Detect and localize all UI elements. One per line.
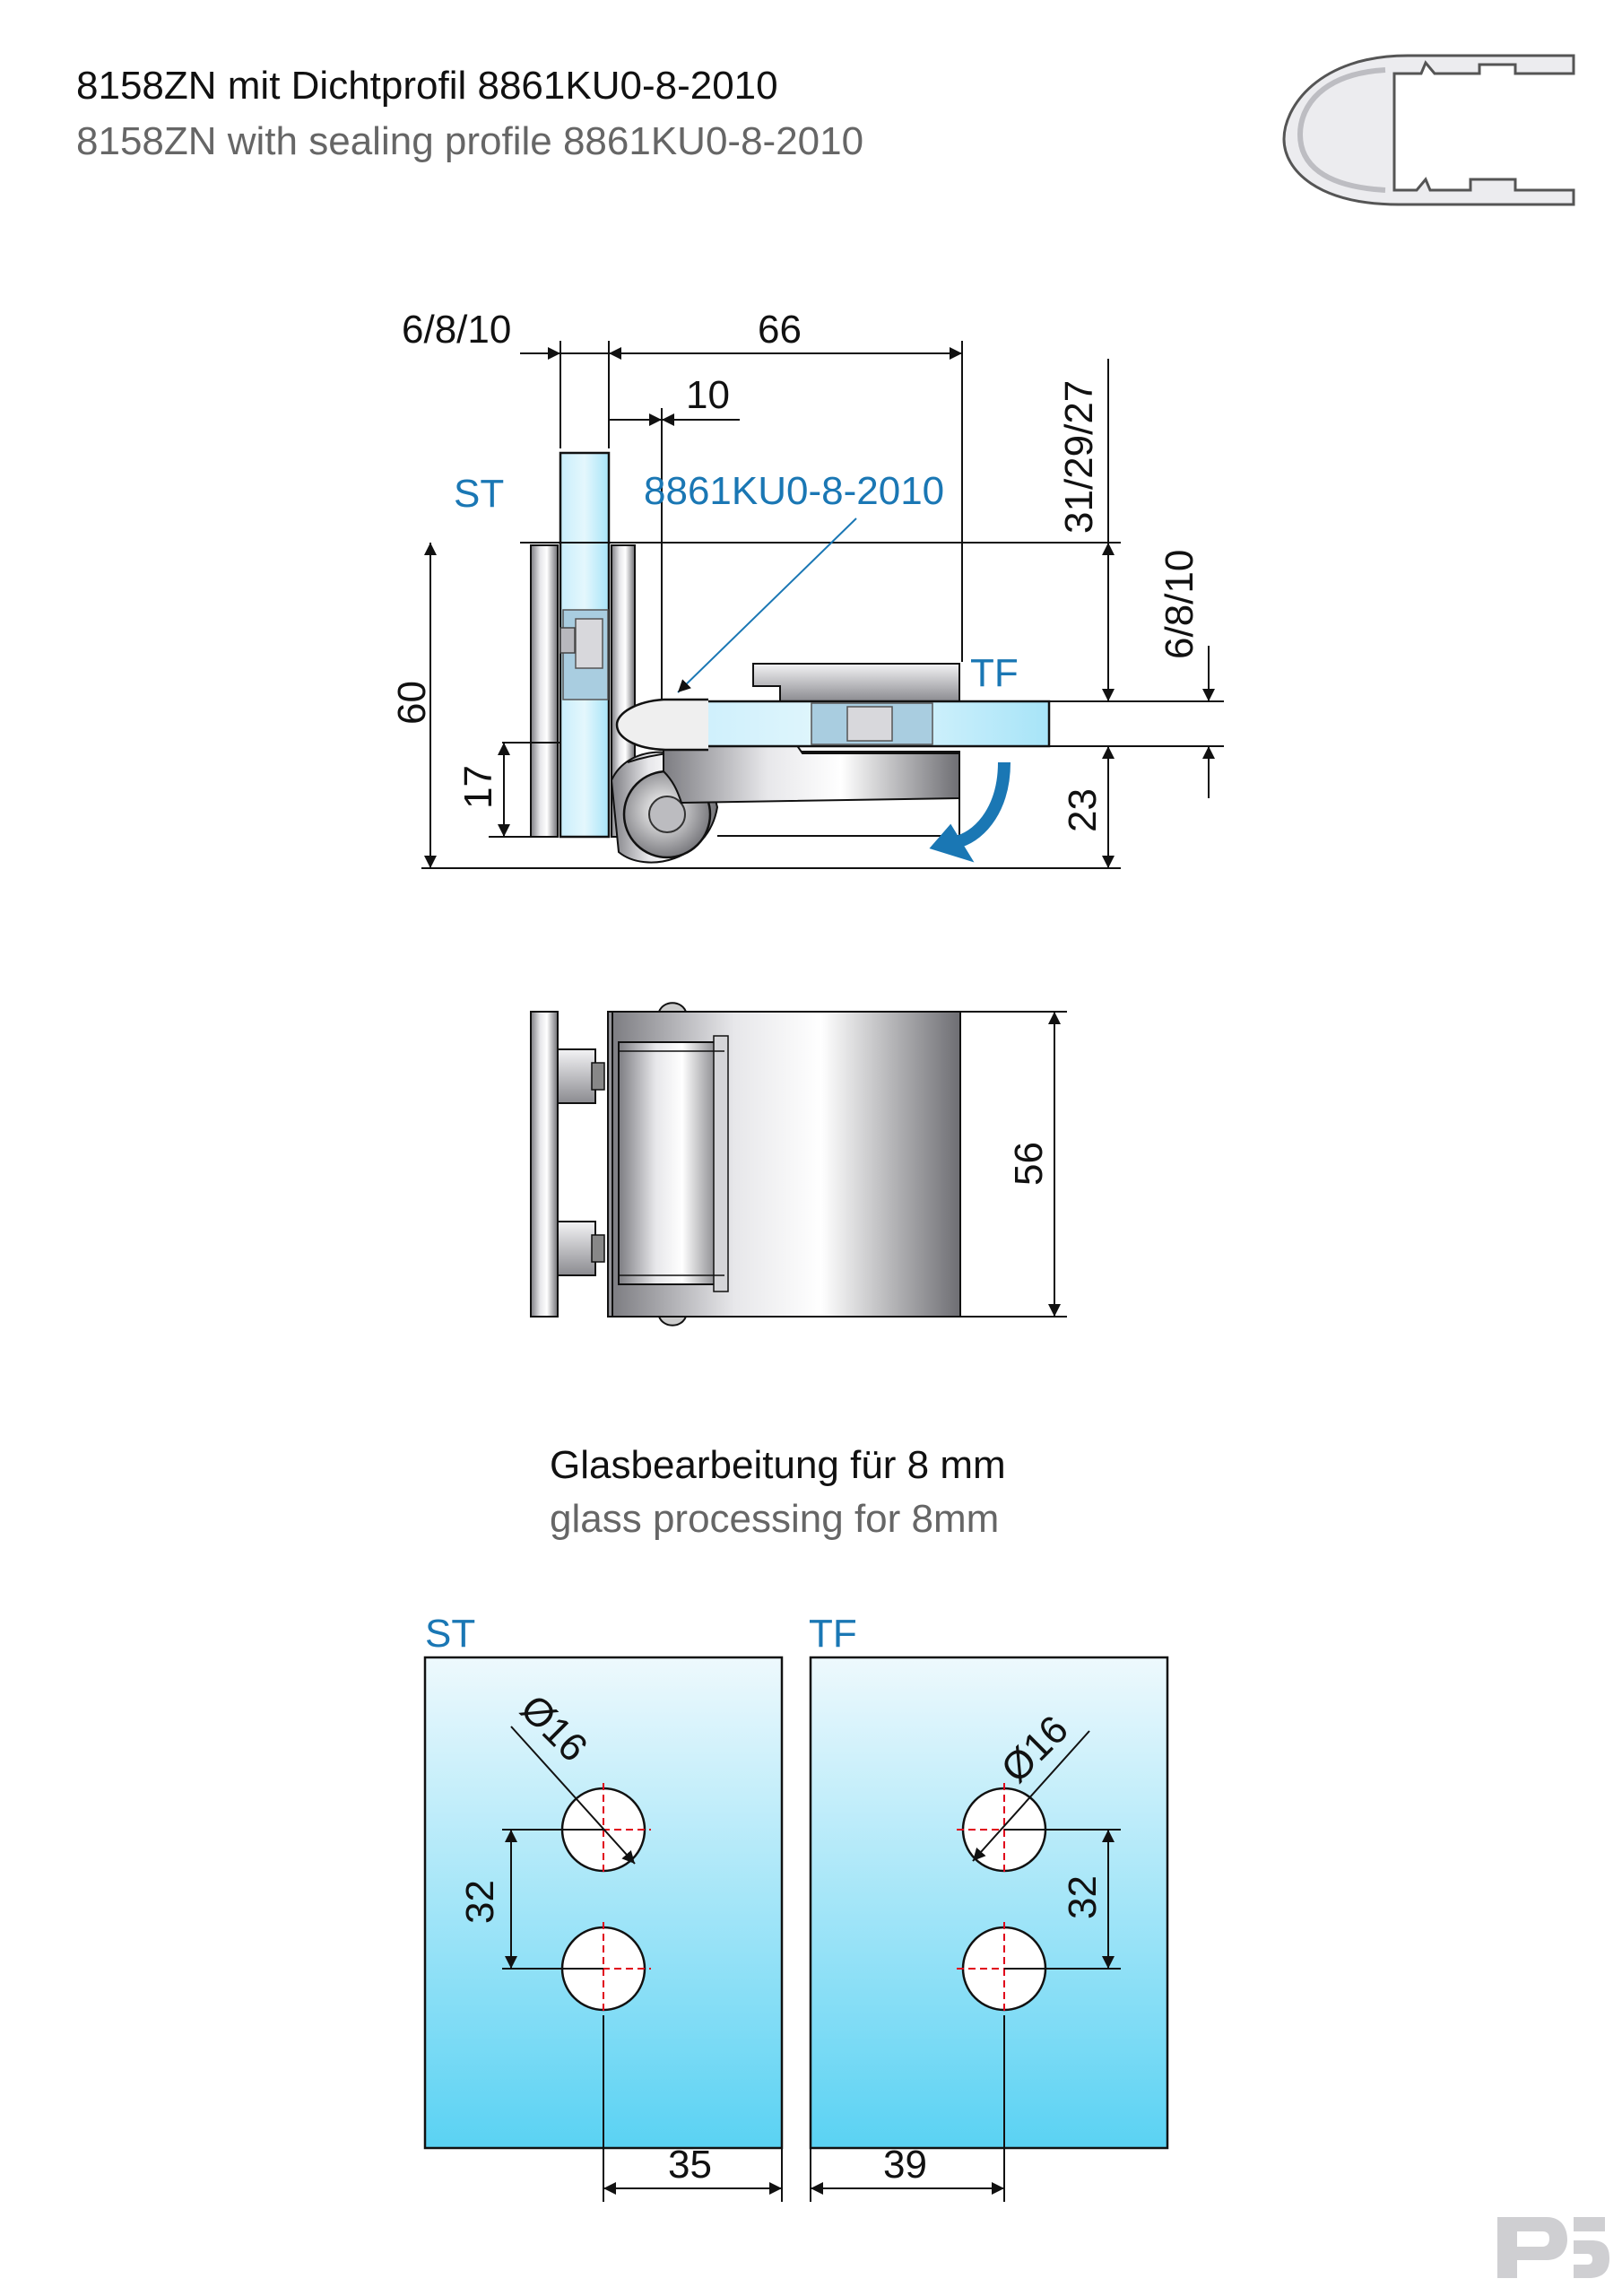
tf-glass-plate — [809, 1656, 1169, 2150]
st-spacing: 32 — [458, 1880, 502, 1924]
glass-processing-title-english: glass processing for 8mm — [550, 1497, 1000, 1541]
dim-glass-thickness: 6/8/10 — [402, 308, 511, 352]
tf-edge: 39 — [883, 2143, 927, 2187]
dim-offset: 10 — [686, 373, 730, 417]
top-view — [530, 451, 1051, 864]
st-edge: 35 — [668, 2143, 712, 2187]
dim-front-height: 56 — [1007, 1142, 1051, 1186]
label-tf: TF — [970, 651, 1019, 695]
glass-processing-title-german: Glasbearbeitung für 8 mm — [550, 1443, 1006, 1487]
dim-top-offset: 31/29/27 — [1057, 380, 1101, 534]
dim-hinge: 23 — [1061, 788, 1105, 832]
label-profile: 8861KU0-8-2010 — [644, 469, 944, 513]
dim-width: 66 — [758, 308, 802, 352]
dim-height: 60 — [390, 681, 434, 725]
dim-tf-glass: 6/8/10 — [1158, 550, 1201, 659]
front-view-dimensions — [960, 1011, 1067, 1318]
dim-lower: 17 — [456, 765, 500, 809]
label-tf-glass: TF — [809, 1612, 857, 1656]
ps-logo-icon — [1497, 2217, 1609, 2278]
tf-spacing: 32 — [1061, 1875, 1105, 1919]
st-glass-dimensions — [502, 1726, 783, 2202]
sealing-profile-icon — [1282, 54, 1575, 206]
tf-glass-dimensions — [810, 1730, 1121, 2202]
title-english: 8158ZN with sealing profile 8861KU0-8-20… — [76, 119, 864, 163]
front-view — [530, 1002, 961, 1326]
label-st-glass: ST — [425, 1612, 475, 1656]
label-st: ST — [454, 472, 504, 516]
top-view-dimensions — [421, 341, 1224, 869]
title-german: 8158ZN mit Dichtprofil 8861KU0-8-2010 — [76, 64, 778, 108]
